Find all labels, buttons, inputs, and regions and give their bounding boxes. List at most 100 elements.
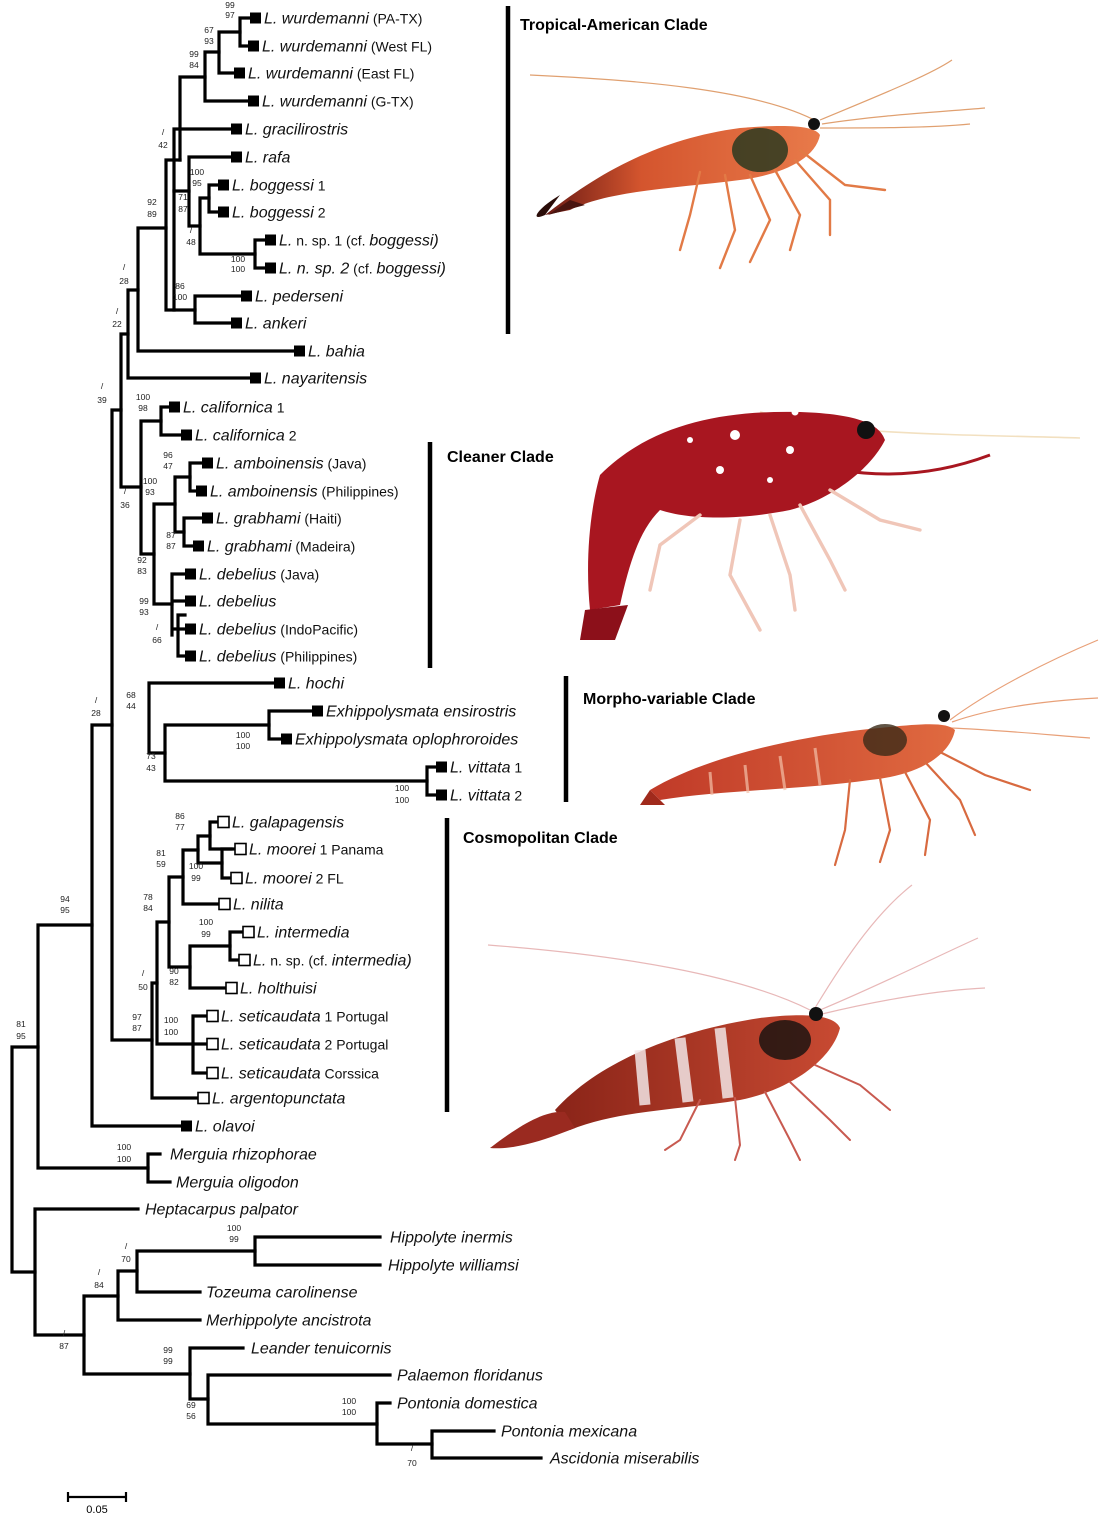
support-value: 93 <box>204 36 214 46</box>
support-value: 96 <box>163 450 173 460</box>
taxon-label: L. intermedia <box>257 925 350 942</box>
taxon-labels: L. wurdemanni (PA-TX)L. wurdemanni (West… <box>145 11 699 1468</box>
support-value: / <box>123 262 126 272</box>
taxon-label: L. amboinensis (Java) <box>216 456 366 473</box>
support-value: 87 <box>166 541 176 551</box>
support-value: 70 <box>121 1254 131 1264</box>
support-value: 87 <box>132 1023 142 1033</box>
taxon-name-part: Exhippolysmata ensirostris <box>326 704 516 721</box>
taxon-name-part: 1 Portugal <box>321 1009 389 1025</box>
support-value: 84 <box>94 1280 104 1290</box>
support-value: 100 <box>173 292 187 302</box>
filled-square-marker <box>185 569 196 580</box>
taxon-name-part: 1 <box>273 400 285 416</box>
taxon-label: Hippolyte williamsi <box>388 1258 519 1275</box>
support-value: / <box>101 381 104 391</box>
open-square-marker <box>207 1011 218 1022</box>
filled-square-marker <box>250 13 261 24</box>
support-value: 93 <box>145 487 155 497</box>
taxon-name-part: Pontonia domestica <box>397 1396 538 1413</box>
open-square-marker <box>219 899 230 910</box>
taxon-name-part: L. boggessi <box>232 205 314 222</box>
taxon-label: L. debelius <box>199 594 276 611</box>
support-value: 100 <box>199 917 213 927</box>
taxon-name-part: L. pederseni <box>255 289 344 306</box>
support-value: 100 <box>189 861 203 871</box>
taxon-label: L. seticaudata 1 Portugal <box>221 1009 388 1026</box>
taxon-label: L. bahia <box>308 344 365 361</box>
taxon-name-part: 2 <box>510 788 522 804</box>
filled-square-marker <box>274 678 285 689</box>
support-value: 95 <box>16 1031 26 1041</box>
support-value: 47 <box>163 461 173 471</box>
taxon-name-part: L. vittata <box>450 760 511 777</box>
taxon-label: L. amboinensis (Philippines) <box>210 484 399 501</box>
filled-square-marker <box>181 430 192 441</box>
taxon-name-part: (cf. <box>349 261 376 277</box>
taxon-name-part: (Haiti) <box>301 511 342 527</box>
taxon-label: L. olavoi <box>195 1119 255 1136</box>
taxon-name-part: L. n. sp. 2 <box>279 261 349 278</box>
support-value: 83 <box>137 566 147 576</box>
support-value: 100 <box>342 1396 356 1406</box>
taxon-name-part: Tozeuma carolinense <box>206 1285 358 1302</box>
taxon-label: L. n. sp. 2 (cf. boggessi) <box>279 261 446 278</box>
taxon-name-part: L. debelius <box>199 622 276 639</box>
support-value: 22 <box>112 319 122 329</box>
support-value: 86 <box>175 281 185 291</box>
filled-square-marker <box>248 96 259 107</box>
open-square-marker <box>231 873 242 884</box>
taxon-label: L. rafa <box>245 150 290 167</box>
filled-square-marker <box>250 373 261 384</box>
taxon-name-part: L. holthuisi <box>240 981 317 998</box>
support-value: 28 <box>119 276 129 286</box>
taxon-label: L. wurdemanni (G-TX) <box>262 94 414 111</box>
support-value: 71 <box>178 192 188 202</box>
support-value: 99 <box>139 596 149 606</box>
taxon-name-part: (Java) <box>276 567 319 583</box>
taxon-name-part: n. sp. 1 (cf. <box>292 233 369 249</box>
support-value: 92 <box>137 555 147 565</box>
taxon-label: Merguia rhizophorae <box>170 1147 317 1164</box>
support-value: 86 <box>175 811 185 821</box>
taxon-label: L. grabhami (Madeira) <box>207 539 355 556</box>
support-value: 69 <box>186 1400 196 1410</box>
taxon-label: L. galapagensis <box>232 815 344 832</box>
taxon-name-part: L. debelius <box>199 594 276 611</box>
taxon-name-part: 1 Panama <box>316 842 384 858</box>
support-value: 89 <box>147 209 157 219</box>
taxon-name-part: (Philippines) <box>276 649 357 665</box>
taxon-label: Exhippolysmata oplophroroides <box>295 732 518 749</box>
filled-square-marker <box>265 235 276 246</box>
taxon-label: L. seticaudata 2 Portugal <box>221 1037 388 1054</box>
open-square-marker <box>198 1093 209 1104</box>
support-value: 56 <box>186 1411 196 1421</box>
taxon-name-part: L. ankeri <box>245 316 307 333</box>
filled-square-marker <box>231 318 242 329</box>
support-value: 28 <box>91 708 101 718</box>
taxon-label: Palaemon floridanus <box>397 1368 543 1385</box>
support-value: 73 <box>146 751 156 761</box>
taxon-label: L. hochi <box>288 676 344 693</box>
taxon-name-part: L. amboinensis <box>216 456 324 473</box>
support-value: 100 <box>164 1027 178 1037</box>
support-value: 43 <box>146 763 156 773</box>
taxon-label: Hippolyte inermis <box>390 1230 513 1247</box>
taxon-name-part: L. nilita <box>233 897 284 914</box>
support-value: 42 <box>158 140 168 150</box>
filled-square-marker <box>185 651 196 662</box>
taxon-label: L. boggessi 2 <box>232 205 326 222</box>
shrimp-photo-cleaner <box>580 409 1080 641</box>
support-value: 98 <box>138 403 148 413</box>
support-value: 97 <box>132 1012 142 1022</box>
taxon-name-part: L. californica <box>183 400 273 417</box>
taxon-name-part: L. bahia <box>308 344 365 361</box>
taxon-name-part: (West FL) <box>367 39 432 55</box>
taxon-name-part: L. amboinensis <box>210 484 318 501</box>
support-value: 78 <box>143 892 153 902</box>
taxon-label: L. wurdemanni (PA-TX) <box>264 11 422 28</box>
support-value: 70 <box>407 1458 417 1468</box>
taxon-label: L. debelius (IndoPacific) <box>199 622 358 639</box>
taxon-name-part: Hippolyte inermis <box>390 1230 513 1247</box>
